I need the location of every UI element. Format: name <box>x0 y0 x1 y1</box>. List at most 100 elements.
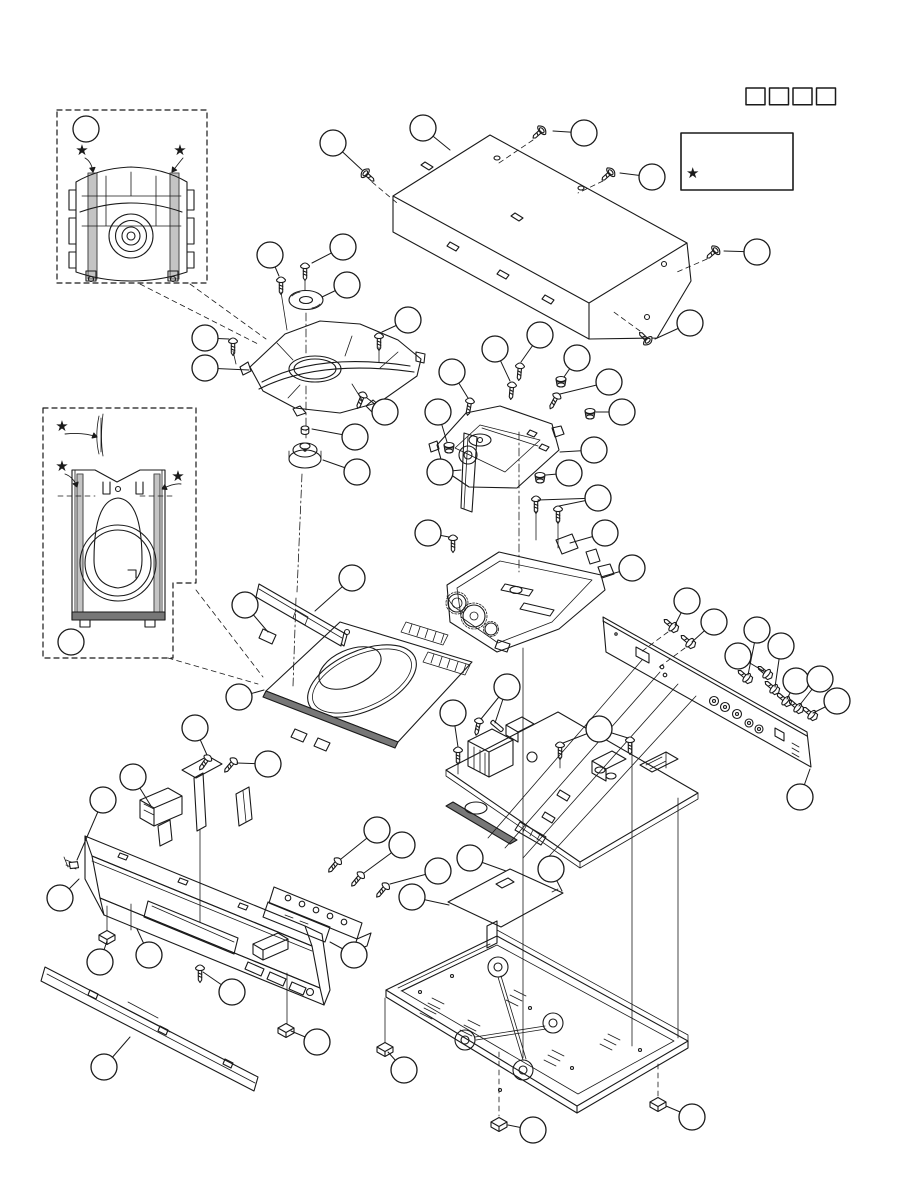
star-arrowhead <box>161 484 168 490</box>
screw-pan-icon <box>530 495 542 515</box>
callout-balloon <box>584 484 612 512</box>
star-icon: ★ <box>55 417 68 435</box>
callout-balloon <box>555 459 583 487</box>
callout-balloon <box>333 271 361 299</box>
callout-balloon <box>363 816 391 844</box>
callout-balloon <box>563 344 591 372</box>
switch-bracket <box>262 886 372 952</box>
callout-balloon <box>724 642 752 670</box>
screw-pan-icon <box>549 392 562 410</box>
tray-bezel <box>255 583 348 647</box>
screw-washer-icon <box>360 168 375 182</box>
callout-balloon <box>767 632 795 660</box>
alignment-lines <box>106 312 697 1117</box>
top-cover <box>371 134 708 340</box>
switch-block <box>252 932 289 961</box>
legend-box <box>680 132 794 191</box>
key-bracket <box>181 755 253 832</box>
callout-balloon <box>782 667 810 695</box>
star-arrowhead <box>91 432 98 439</box>
callout-balloon <box>743 616 771 644</box>
callout-balloon <box>394 306 422 334</box>
loading-chassis <box>445 510 615 653</box>
callout-balloon <box>191 354 219 382</box>
callout-balloon <box>256 241 284 269</box>
bottom-chassis <box>385 920 689 1114</box>
screw-pan-icon <box>224 757 238 773</box>
screw-pan-icon <box>552 505 564 525</box>
callout-balloon <box>388 831 416 859</box>
callout-balloon <box>700 608 728 636</box>
callout-balloon <box>341 423 369 451</box>
callout-balloon <box>580 436 608 464</box>
callout-balloon <box>135 941 163 969</box>
callout-balloon <box>806 665 834 693</box>
screw-pan-icon <box>452 746 464 766</box>
callout-balloon <box>595 368 623 396</box>
screw-washer-icon <box>706 245 721 259</box>
callout-balloon <box>570 119 598 147</box>
front-panel <box>84 835 331 1006</box>
display-module <box>139 787 183 847</box>
callout-balloon <box>46 884 74 912</box>
callout-balloon <box>231 591 259 619</box>
callout-balloon <box>438 358 466 386</box>
callout-balloon <box>371 398 399 426</box>
callout-balloon <box>424 398 452 426</box>
screw-pan-icon <box>474 717 484 736</box>
callout-balloon <box>638 163 666 191</box>
star-arrowhead <box>72 481 79 488</box>
screw-pan-icon <box>514 362 526 381</box>
screw-pan-icon <box>299 262 311 282</box>
pickup-unit <box>428 405 565 513</box>
star-arrowhead <box>89 166 96 173</box>
star-icon: ★ <box>171 467 184 485</box>
callout-balloon <box>390 1056 418 1084</box>
sub-front-panel <box>40 966 259 1092</box>
callout-balloon <box>676 309 704 337</box>
callout-balloon <box>608 398 636 426</box>
screw-grommet-icon <box>443 441 455 454</box>
callout-balloon <box>537 855 565 883</box>
rear-panel <box>602 616 812 768</box>
screw-pan-icon <box>376 882 390 898</box>
callout-balloon <box>409 114 437 142</box>
screw-pan-icon <box>194 964 206 984</box>
disc-clamper <box>232 279 380 365</box>
header-square <box>792 87 813 106</box>
header-square <box>745 87 766 106</box>
callout-balloon <box>426 458 454 486</box>
callout-balloon <box>119 763 147 791</box>
callout-balloon <box>585 715 613 743</box>
callout-balloon <box>89 786 117 814</box>
screw-pan-icon <box>199 754 213 771</box>
callout-balloon <box>678 1103 706 1131</box>
callout-balloon <box>439 699 467 727</box>
callout-balloon <box>181 714 209 742</box>
screw-pan-icon <box>554 741 566 761</box>
clamp-holder-plate <box>239 320 426 417</box>
screw-pin-icon <box>490 719 504 733</box>
screw-pan-icon <box>447 534 459 554</box>
callout-balloon <box>743 238 771 266</box>
screw-pan-icon <box>373 332 385 352</box>
screw-washer-icon <box>638 331 653 346</box>
callout-balloon <box>398 883 426 911</box>
screw-pan-icon <box>465 397 475 416</box>
screw-foot-icon <box>490 1116 508 1133</box>
inset-detail-tray-unit <box>42 407 264 685</box>
screw-pan-icon <box>275 276 287 296</box>
callout-balloon <box>72 115 100 143</box>
callout-balloon <box>86 948 114 976</box>
screw-pan-icon <box>506 381 518 400</box>
bezel-clip <box>258 628 277 645</box>
header-square <box>815 87 837 106</box>
screw-washer-icon <box>601 167 616 181</box>
screw-hex-icon <box>680 635 697 650</box>
screw-hex-icon <box>737 670 754 685</box>
callout-balloon <box>340 941 368 969</box>
header-square <box>768 87 790 106</box>
screw-grommet-icon <box>584 407 596 420</box>
